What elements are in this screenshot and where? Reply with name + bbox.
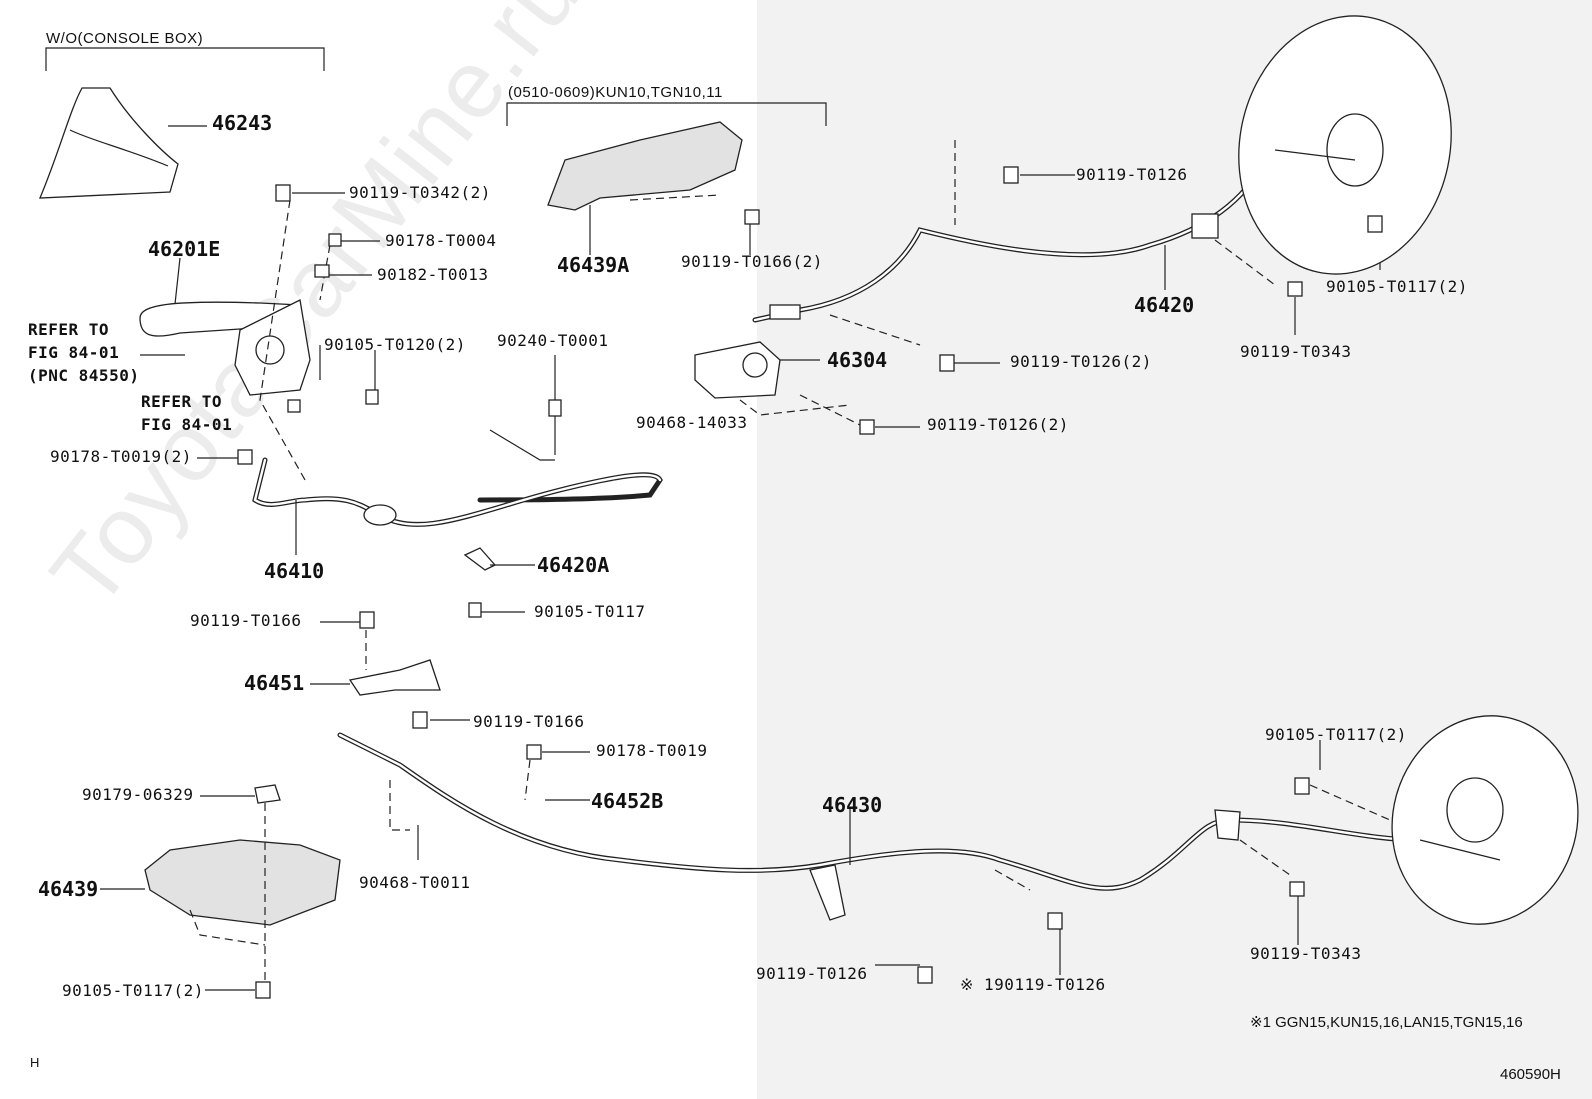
label-46451: 46451: [244, 671, 305, 695]
label-46243: 46243: [212, 111, 273, 135]
label-90105-T0117-top: 90105-T0117(2): [1326, 277, 1468, 296]
label-90105-T0117-right: 90105-T0117(2): [1265, 725, 1407, 744]
bracket-46451: [310, 621, 441, 696]
figure-id: 460590H: [1500, 1066, 1561, 1083]
label-90119-T0126-x2-b: 90119-T0126(2): [927, 415, 1069, 434]
label-90178-T0019-x2: 90178-T0019(2): [50, 447, 192, 466]
label-90119-T0126-top: 90119-T0126: [1076, 165, 1188, 184]
bolts: [237, 166, 1383, 999]
variant-bracket: [506, 102, 827, 126]
refer2-line1: REFER TO: [141, 392, 223, 411]
label-46304: 46304: [827, 348, 888, 372]
label-90179-06329: 90179-06329: [82, 785, 194, 804]
label-46410: 46410: [264, 559, 325, 583]
label-90119-T0126-note: ※ 190119-T0126: [960, 975, 1106, 994]
header-variant: (0510-0609)KUN10,TGN10,11: [508, 84, 723, 101]
heat-insulator-46439A: [547, 121, 743, 255]
label-90105-T0117-mid: 90105-T0117: [534, 602, 646, 621]
label-90119-T0166-x2: 90119-T0166(2): [681, 252, 823, 271]
header-console: W/O(CONSOLE BOX): [46, 30, 204, 47]
label-46420: 46420: [1134, 293, 1195, 317]
footnote: ※1 GGN15,KUN15,16,LAN15,TGN15,16: [1250, 1014, 1523, 1031]
label-46420A: 46420A: [537, 553, 610, 577]
rear-cable-46430: [337, 719, 1423, 975]
label-46430: 46430: [822, 793, 883, 817]
refer1-line1: REFER TO: [28, 320, 110, 339]
label-46452B: 46452B: [591, 789, 664, 813]
label-46439: 46439: [38, 877, 99, 901]
label-90119-T0343-low: 90119-T0343: [1250, 944, 1362, 963]
label-90182-T0013: 90182-T0013: [377, 265, 489, 284]
lever-46201E: [139, 257, 311, 396]
label-90119-T0126-x2-a: 90119-T0126(2): [1010, 352, 1152, 371]
brake-drum-bottom: [1391, 715, 1579, 925]
label-90119-T0126-low: 90119-T0126: [756, 964, 868, 983]
refer1-line3: (PNC 84550): [28, 366, 140, 385]
corner-mark: H: [30, 1055, 40, 1070]
equalizer-46304: [694, 304, 1000, 428]
front-cable-46410: [252, 355, 663, 555]
label-46439A: 46439A: [557, 253, 630, 277]
floor-shield-46439: [100, 784, 341, 991]
shift-boot-46243: [39, 87, 207, 199]
label-90119-T0166-b: 90119-T0166: [473, 712, 585, 731]
refer2-line2: FIG 84-01: [141, 415, 233, 434]
label-90119-T0343-top: 90119-T0343: [1240, 342, 1352, 361]
label-46201E: 46201E: [148, 237, 221, 261]
rear-cable-46420: [752, 140, 1381, 335]
console-bracket: [45, 47, 325, 71]
label-90119-T0342: 90119-T0342(2): [349, 183, 491, 202]
clip-46420A: [463, 547, 497, 571]
brake-drum-top: [1238, 15, 1452, 275]
label-90240-T0001: 90240-T0001: [497, 331, 609, 350]
refer1-line2: FIG 84-01: [28, 343, 120, 362]
label-90105-T0117-low: 90105-T0117(2): [62, 981, 204, 1000]
label-90178-T0004: 90178-T0004: [385, 231, 497, 250]
label-90119-T0166-a: 90119-T0166: [190, 611, 302, 630]
label-90178-T0019: 90178-T0019: [596, 741, 708, 760]
label-90468-14033: 90468-14033: [636, 413, 748, 432]
label-90468-T0011: 90468-T0011: [359, 873, 471, 892]
label-90105-T0120: 90105-T0120(2): [324, 335, 466, 354]
